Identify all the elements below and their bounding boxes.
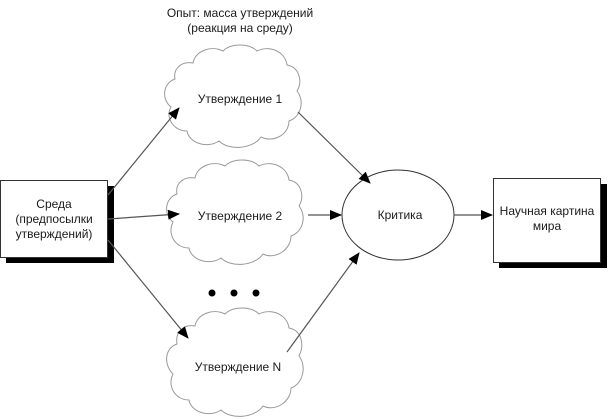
environment-line-1: Среда bbox=[36, 197, 72, 211]
cloud-shape-n bbox=[166, 307, 304, 417]
dot-3 bbox=[252, 289, 260, 297]
edge-environment-statement-2 bbox=[107, 209, 180, 220]
edge-environment-statement-n bbox=[107, 239, 189, 339]
environment-line-2: (предпосылки bbox=[15, 212, 92, 226]
title-line-1: Опыт: масса утверждений bbox=[167, 6, 313, 20]
statement-2-label: Утверждение 2 bbox=[198, 209, 283, 223]
statement-1-node[interactable]: Утверждение 1 bbox=[164, 44, 302, 148]
critique-node[interactable]: Критика bbox=[341, 169, 455, 261]
world-picture-line-2: мира bbox=[533, 219, 562, 233]
edge-environment-statement-1 bbox=[107, 107, 180, 196]
cloud-shape-1 bbox=[164, 44, 302, 148]
statement-1-label: Утверждение 1 bbox=[198, 92, 283, 106]
world-picture-node[interactable]: Научная картина мира bbox=[493, 178, 608, 269]
world-picture-box bbox=[493, 178, 601, 263]
critique-label: Критика bbox=[378, 208, 423, 222]
environment-box bbox=[0, 180, 108, 258]
edge-statement-n-critique bbox=[286, 252, 360, 353]
edge-statement-1-critique bbox=[297, 111, 371, 184]
dot-2 bbox=[230, 289, 238, 297]
statement-2-node[interactable]: Утверждение 2 bbox=[166, 159, 304, 265]
environment-node[interactable]: Среда (предпосылки утверждений) bbox=[0, 180, 115, 264]
title-line-2: (реакция на среду) bbox=[187, 21, 292, 35]
environment-line-3: утверждений) bbox=[16, 227, 93, 241]
dot-1 bbox=[208, 289, 216, 297]
statement-n-node[interactable]: Утверждение N bbox=[166, 307, 304, 417]
ellipsis-dots-icon bbox=[208, 289, 260, 297]
cloud-shape-2 bbox=[166, 159, 304, 265]
world-picture-line-1: Научная картина bbox=[500, 204, 595, 218]
statement-n-label: Утверждение N bbox=[195, 360, 281, 374]
